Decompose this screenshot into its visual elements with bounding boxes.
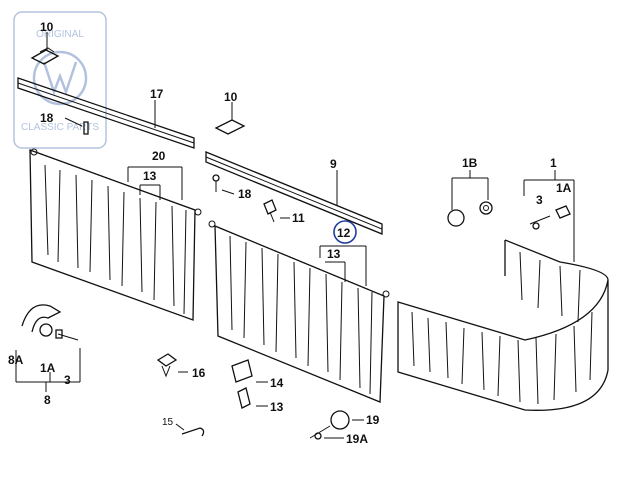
callout-1: 1 — [550, 156, 557, 170]
corner-panel-1 — [397, 170, 609, 411]
callout-19: 19 — [366, 413, 380, 427]
clip-14-13 — [231, 359, 268, 409]
callout-13-left: 13 — [143, 169, 157, 183]
clamp-8 — [15, 304, 81, 392]
callout-10-mid: 10 — [224, 90, 238, 104]
callout-18-left: 18 — [40, 111, 54, 125]
callout-1A-right: 1A — [556, 181, 572, 195]
callout-13-low: 13 — [270, 400, 284, 414]
callout-11: 11 — [292, 211, 305, 225]
clip-part-top — [30, 32, 60, 65]
callout-3-right: 3 — [536, 193, 543, 207]
fasteners-right — [529, 205, 571, 230]
watermark-line1: ORIGINAL — [36, 29, 84, 40]
callout-1B: 1B — [462, 156, 478, 170]
callout-1A-left: 1A — [40, 361, 56, 375]
callout-3-left: 3 — [64, 373, 71, 387]
hook-15 — [175, 423, 205, 437]
screw-18-mid — [212, 174, 235, 195]
watermark-line2: CLASSIC PARTS — [21, 122, 99, 133]
rail-9 — [205, 151, 383, 235]
curtain-middle — [208, 220, 390, 403]
callout-13-mid: 13 — [327, 247, 341, 261]
cap-1B — [447, 170, 493, 227]
callout-10-top: 10 — [40, 20, 54, 34]
knob-19 — [309, 410, 364, 440]
callout-16: 16 — [192, 366, 206, 380]
watermark-logo: ORIGINAL CLASSIC PARTS — [13, 11, 107, 149]
bracket-20 — [127, 166, 183, 200]
callout-14: 14 — [270, 376, 284, 390]
vw-emblem-icon — [32, 50, 88, 106]
callout-9: 9 — [330, 157, 337, 171]
callout-20: 20 — [152, 149, 166, 163]
callout-8: 8 — [44, 393, 51, 407]
callout-18-mid: 18 — [238, 187, 252, 201]
clip-16 — [156, 353, 188, 378]
highlight-ring — [333, 220, 357, 244]
bracket-12 — [319, 220, 367, 286]
callout-17: 17 — [150, 87, 164, 101]
callout-15: 15 — [162, 417, 174, 428]
callout-12: 12 — [337, 226, 351, 240]
callout-8A: 8A — [8, 353, 24, 367]
rail-17 — [17, 77, 195, 149]
screw-18-left — [64, 117, 89, 135]
curtain-left — [29, 148, 202, 321]
callout-19A: 19A — [346, 432, 368, 446]
clip-part-mid — [214, 102, 246, 135]
screw-11 — [263, 199, 290, 223]
